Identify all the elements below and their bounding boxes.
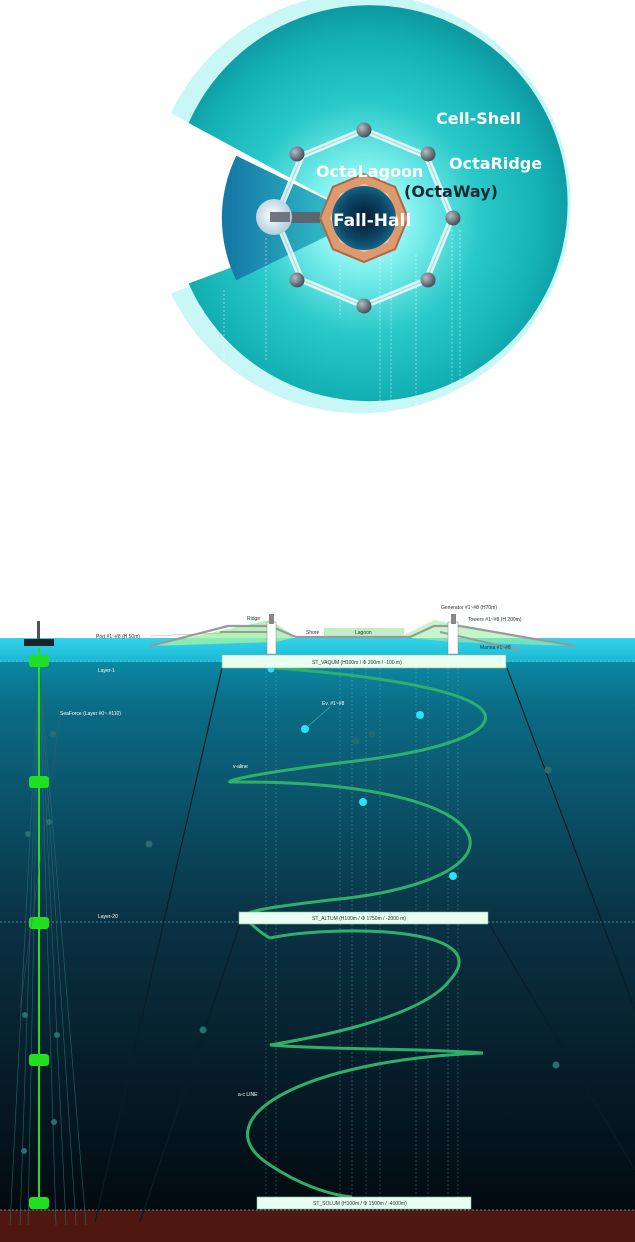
lagoon-band <box>324 628 404 637</box>
platform-vaquum-label: ST_VAQUM (H100m / Φ 200m / -100 m) <box>312 660 402 666</box>
fall-hall-label: Fall-Hall <box>333 211 411 231</box>
seaforce-node <box>29 655 49 667</box>
towers-label: Towers #1~#8 (H 200m) <box>468 617 522 623</box>
layer20-label: Layer-20 <box>98 914 118 920</box>
section-view: ST_VAQUM (H100m / Φ 200m / -100 m) ST_AL… <box>0 605 635 1242</box>
c-line-label: a-c LINE <box>238 1092 258 1098</box>
seaforce-node <box>29 917 49 929</box>
tower-node-icon <box>445 210 461 226</box>
ev-label: Ev. #1~#8 <box>322 701 345 707</box>
octa-ridge-label: OctaRidge <box>449 154 542 173</box>
platform-vaquum <box>221 654 507 669</box>
ridge-label: Ridge <box>247 616 260 622</box>
surface-structure <box>24 614 576 655</box>
cell-shell-label: Cell-Shell <box>436 109 521 128</box>
seaforce-node <box>29 1197 49 1209</box>
platform-solum <box>256 1196 472 1210</box>
v-line-label: v-aline <box>233 764 248 770</box>
seaforce-mast <box>9 648 87 1226</box>
platform-solum-label: ST_SOLUM (H100m / Φ 1500m / -4000m) <box>313 1201 407 1207</box>
platform-altum <box>238 911 489 925</box>
tower-node-icon <box>420 272 436 288</box>
tower-node-icon <box>356 298 372 314</box>
tower-node-icon <box>289 272 305 288</box>
fall-connector <box>270 212 320 223</box>
marina-label: Marina #1~#8 <box>480 645 511 651</box>
seaforce-label: SeaForce (Layer #0~ #110) <box>60 711 121 717</box>
layer1-label: Layer-1 <box>98 668 115 674</box>
port-label: Port #1~#8 (H 50m) <box>96 634 140 640</box>
generator-label: Generator #1~#8 (H70m) <box>441 605 497 611</box>
octa-lagoon-label: OctaLagoon <box>316 162 423 181</box>
fall-hall-core <box>332 186 396 250</box>
tower-nodes <box>289 122 461 314</box>
tower-node-icon <box>356 122 372 138</box>
octa-way-label: (OctaWay) <box>404 182 498 201</box>
seaforce-node <box>29 1054 49 1066</box>
shore-label: Shore <box>306 630 320 636</box>
plan-view: Cell-Shell OctaRidge OctaLagoon (OctaWay… <box>170 0 571 414</box>
seaforce-node <box>29 776 49 788</box>
under-structure-guides <box>223 230 461 410</box>
tower-node-icon <box>420 146 436 162</box>
ridge-tower-left <box>266 621 277 655</box>
ridge-tower-right <box>447 621 459 655</box>
platform-altum-label: ST_ALTUM (H100m / Φ 1750m / -2000 m) <box>312 916 406 922</box>
mooring-cables <box>94 667 635 1223</box>
tower-node-icon <box>289 146 305 162</box>
sea-body <box>0 638 635 1214</box>
seabed <box>0 1210 635 1242</box>
port-mast-head <box>24 639 54 646</box>
lagoon-label: Lagoon <box>355 630 372 636</box>
a-c-line-helix <box>228 666 487 1199</box>
